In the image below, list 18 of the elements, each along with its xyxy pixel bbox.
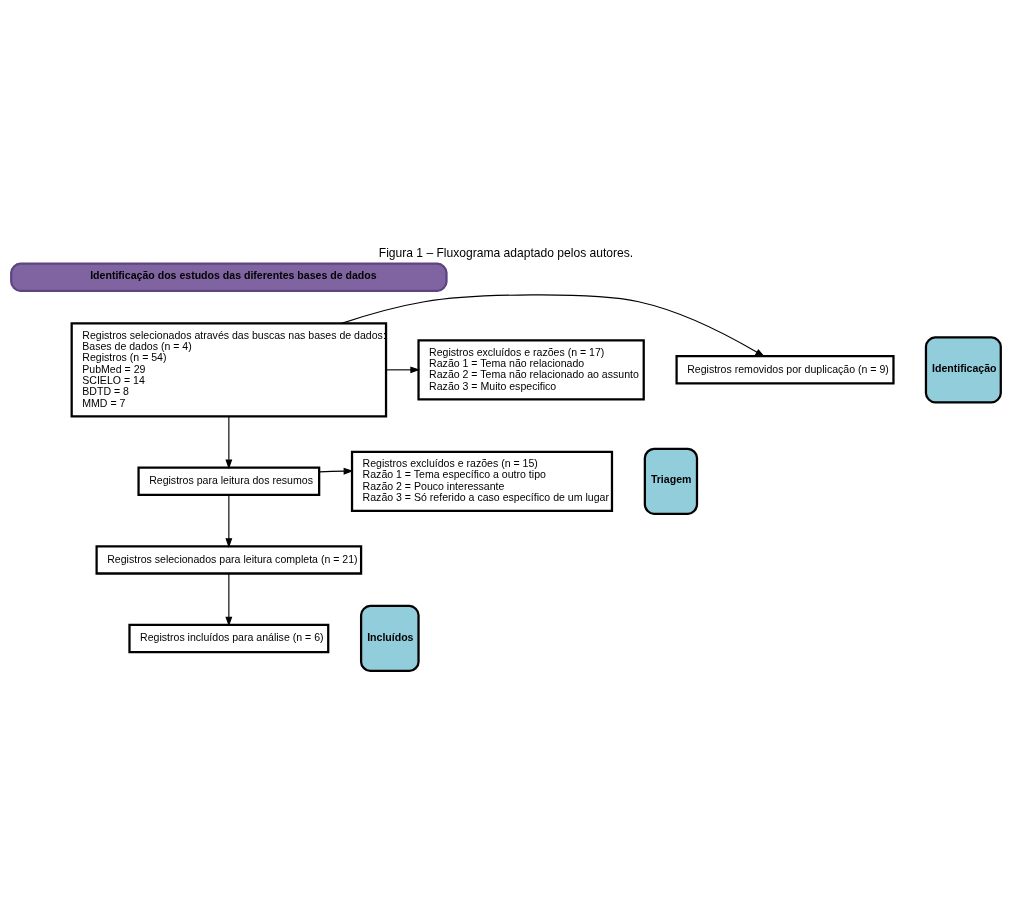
node-box: Registros selecionados para leitura completa (n = 21) [95, 544, 363, 575]
arrow [225, 415, 233, 469]
node-box: Triagem [643, 447, 699, 515]
arrow [225, 494, 233, 548]
node-box: Registros incluídos para análise (n = 6) [128, 623, 330, 653]
arrow [318, 467, 354, 475]
arrow [225, 572, 233, 627]
node-box: Registros selecionados através das buscas nas bases de dados: Bases de dados (n = 4) Registros (n = 54) PubMed = 29 SCIELO = 14 BDTD = 8 MMD = 7 [70, 321, 388, 417]
arrow [385, 365, 421, 373]
node-box: Incluídos [359, 604, 420, 672]
node-box: Identificação [924, 335, 1002, 403]
diagram-title: Figura 1 – Fluxograma adaptado pelos autores. [378, 245, 634, 260]
node-box: Registros removidos por duplicação (n = 9) [675, 354, 895, 385]
node-box: Identificação dos estudos das diferentes bases de dados [10, 262, 448, 292]
arrow [341, 293, 766, 357]
node-box: Registros excluídos e razões (n = 17) Razão 1 = Tema não relacionado Razão 2 = Tema não relacionado ao assunto Razão 3 = Muito especifico [417, 338, 645, 400]
node-box: Registros excluídos e razões (n = 15) Razão 1 = Tema específico a outro tipo Razão 2 = Pouco interessante Razão 3 = Só referido a caso específico de um lugar [350, 450, 614, 512]
node-box: Registros para leitura dos resumos [137, 466, 321, 496]
